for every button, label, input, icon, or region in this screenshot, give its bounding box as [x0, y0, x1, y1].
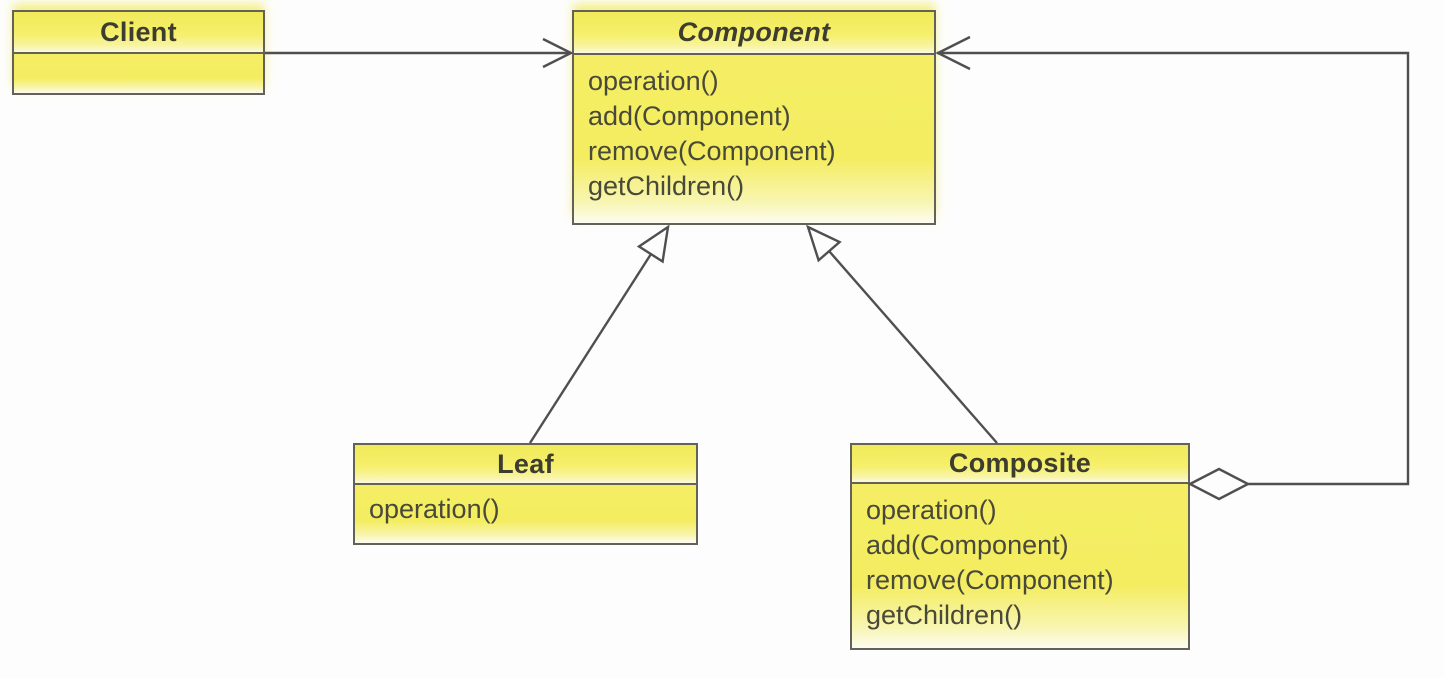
class-body-component: operation() add(Component) remove(Compon…	[574, 55, 934, 223]
class-body-client	[14, 54, 263, 93]
association-client-component	[265, 37, 574, 69]
class-body-composite: operation() add(Component) remove(Compon…	[852, 484, 1188, 648]
method-item: remove(Component)	[588, 136, 836, 166]
method-item: remove(Component)	[866, 565, 1114, 595]
method-item: operation()	[866, 495, 997, 525]
method-item: getChildren()	[866, 600, 1023, 630]
aggregation-composite-component	[935, 35, 1410, 501]
class-box-component[interactable]: Component operation() add(Component) rem…	[572, 10, 936, 225]
class-box-composite[interactable]: Composite operation() add(Component) rem…	[850, 443, 1190, 650]
method-item: operation()	[369, 494, 500, 524]
aggregation-diamond-icon	[1187, 467, 1251, 501]
method-item: getChildren()	[588, 171, 745, 201]
class-box-client[interactable]: Client	[12, 10, 265, 95]
class-box-leaf[interactable]: Leaf operation()	[353, 443, 698, 545]
class-body-leaf: operation()	[355, 485, 696, 543]
class-title-leaf: Leaf	[355, 445, 696, 485]
method-item: add(Component)	[866, 530, 1069, 560]
class-title-client: Client	[14, 12, 263, 54]
class-title-component: Component	[574, 12, 934, 55]
generalization-composite-component	[806, 224, 998, 444]
method-item: operation()	[588, 66, 719, 96]
method-item: add(Component)	[588, 101, 791, 131]
class-title-composite: Composite	[852, 445, 1188, 484]
generalization-leaf-component	[528, 224, 670, 444]
